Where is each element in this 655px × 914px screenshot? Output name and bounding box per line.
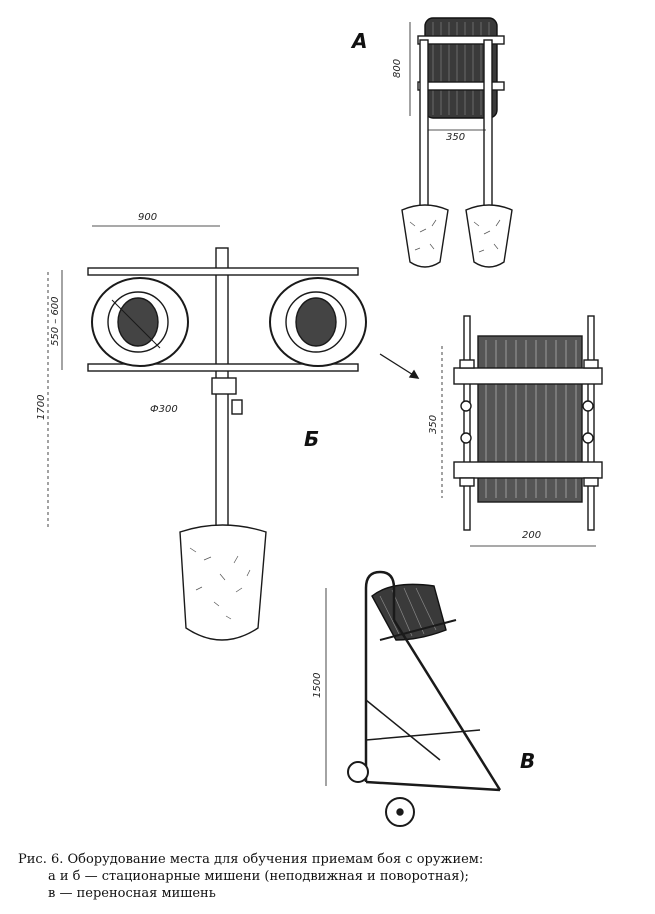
figure-caption: Рис. 6. Оборудование места для обучения … [18,851,648,902]
label-b: Б [304,427,319,451]
caption-line-3: в — переносная мишень [48,886,216,901]
target-v-drawing [325,570,502,827]
equipment-figure: А 800 350 900 550 – 600 1700 Ф3 [36,17,603,827]
dim-b-ring-height: 550 – 600 [50,296,61,346]
dim-a-height: 800 [392,59,403,78]
caption-line-1: Рис. 6. Оборудование места для обучения … [18,852,484,867]
dim-a-width: 350 [446,132,465,143]
dim-b-width: 900 [138,212,157,223]
dim-detail-height: 350 [428,415,439,434]
dim-detail-width: 200 [522,530,541,541]
dim-b-diameter: Ф300 [150,404,178,415]
caption-line-2: а и б — стационарные мишени (неподвижная… [48,869,469,884]
target-a-drawing [401,17,513,268]
label-a: А [350,29,367,53]
dim-v-height: 1500 [312,673,323,698]
dim-b-height: 1700 [36,395,47,420]
label-v: В [520,749,535,773]
clamp-detail-drawing [441,315,603,547]
target-b-drawing [47,225,420,641]
